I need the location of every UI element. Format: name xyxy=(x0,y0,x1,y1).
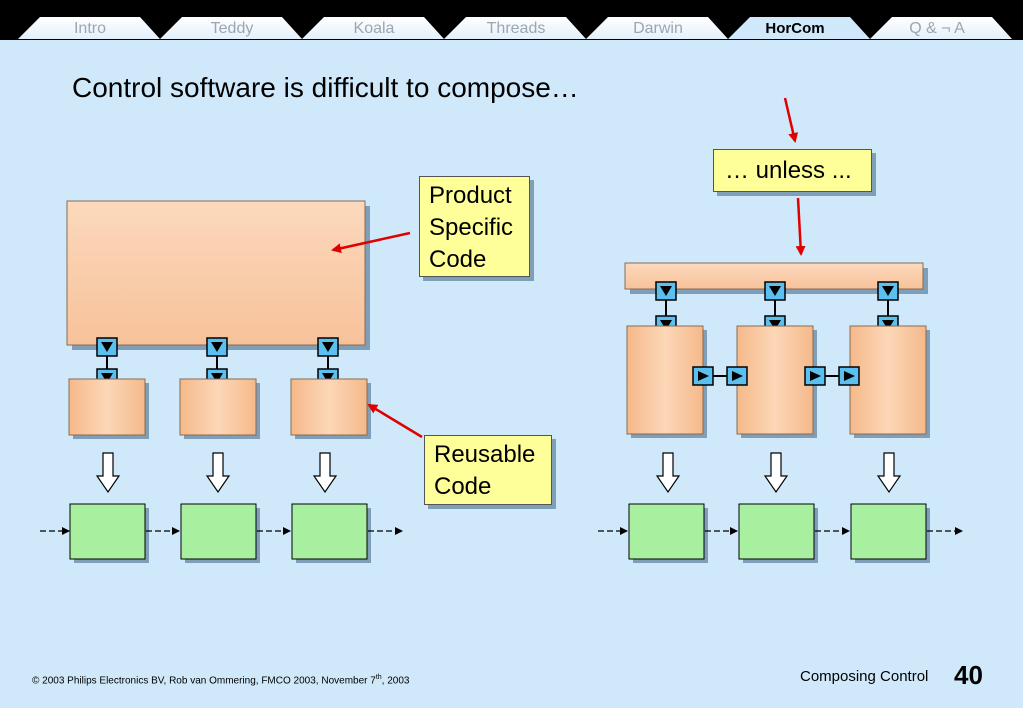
horizontal-interface-1-2 xyxy=(692,366,748,386)
left-component-2 xyxy=(179,337,260,439)
tab-shape-qa[interactable] xyxy=(870,17,1012,39)
tab-koala[interactable]: Koala xyxy=(353,20,395,37)
product-specific-block xyxy=(66,200,366,346)
left-component-1 xyxy=(68,337,149,439)
unless-callout-text: … unless ... xyxy=(725,157,852,184)
section-title: Composing Control xyxy=(800,668,929,685)
slide-title: Control software is difficult to compose… xyxy=(72,72,579,103)
copyright-notice: © 2003 Philips Electronics BV, Rob van O… xyxy=(32,674,409,686)
right-component-3 xyxy=(849,281,930,438)
tab-shape-darwin[interactable] xyxy=(586,17,728,39)
copyright-text: © 2003 Philips Electronics BV, Rob van O… xyxy=(32,675,376,687)
arrow-top-to-unless xyxy=(783,97,799,143)
product-callout-line-1: Product xyxy=(429,182,512,209)
copyright-year: , 2003 xyxy=(381,675,410,687)
product-specific-code-callout: Product Specific Code xyxy=(419,176,530,277)
reusable-callout-line-2: Code xyxy=(434,473,492,500)
tab-threads[interactable]: Threads xyxy=(486,20,546,37)
nav-tabs: Intro Teddy Koala Threads Darwin HorCom … xyxy=(0,0,1023,40)
right-component-2 xyxy=(736,281,817,438)
tab-shape-teddy[interactable] xyxy=(160,17,302,39)
arrow-unless-to-bar xyxy=(795,197,806,256)
page-number: 40 xyxy=(954,660,983,690)
tab-shape-intro[interactable] xyxy=(18,17,160,39)
right-hollow-arrow-3 xyxy=(876,452,902,494)
right-pipeline xyxy=(598,503,963,563)
nav-tabs-shapes xyxy=(18,17,1012,39)
tab-shape-horcom[interactable] xyxy=(728,17,870,39)
right-hollow-arrow-2 xyxy=(763,452,789,494)
product-callout-line-3: Code xyxy=(429,246,487,273)
tab-teddy[interactable]: Teddy xyxy=(210,20,254,37)
left-component-3 xyxy=(290,337,371,439)
tab-qa[interactable]: Q & ¬ A xyxy=(909,20,965,37)
right-component-1 xyxy=(626,281,707,438)
tab-shape-koala[interactable] xyxy=(302,17,444,39)
tab-darwin[interactable]: Darwin xyxy=(633,20,683,37)
reusable-callout-line-1: Reusable xyxy=(434,441,536,468)
horizontal-interface-2-3 xyxy=(804,366,860,386)
arrow-to-reusable-code xyxy=(367,403,423,439)
copyright-superscript: th xyxy=(375,674,382,681)
right-hollow-arrow-1 xyxy=(655,452,681,494)
left-hollow-arrow-2 xyxy=(205,452,231,494)
left-hollow-arrow-3 xyxy=(312,452,338,494)
arrow-to-product-code xyxy=(331,231,411,254)
left-pipeline xyxy=(40,503,403,563)
product-callout-line-2: Specific xyxy=(429,214,514,241)
unless-callout: … unless ... xyxy=(713,149,872,192)
reusable-code-callout: Reusable Code xyxy=(424,435,552,505)
left-hollow-arrow-1 xyxy=(95,452,121,494)
tab-intro[interactable]: Intro xyxy=(73,20,106,37)
tab-horcom[interactable]: HorCom xyxy=(765,20,825,37)
tab-shape-threads[interactable] xyxy=(444,17,586,39)
